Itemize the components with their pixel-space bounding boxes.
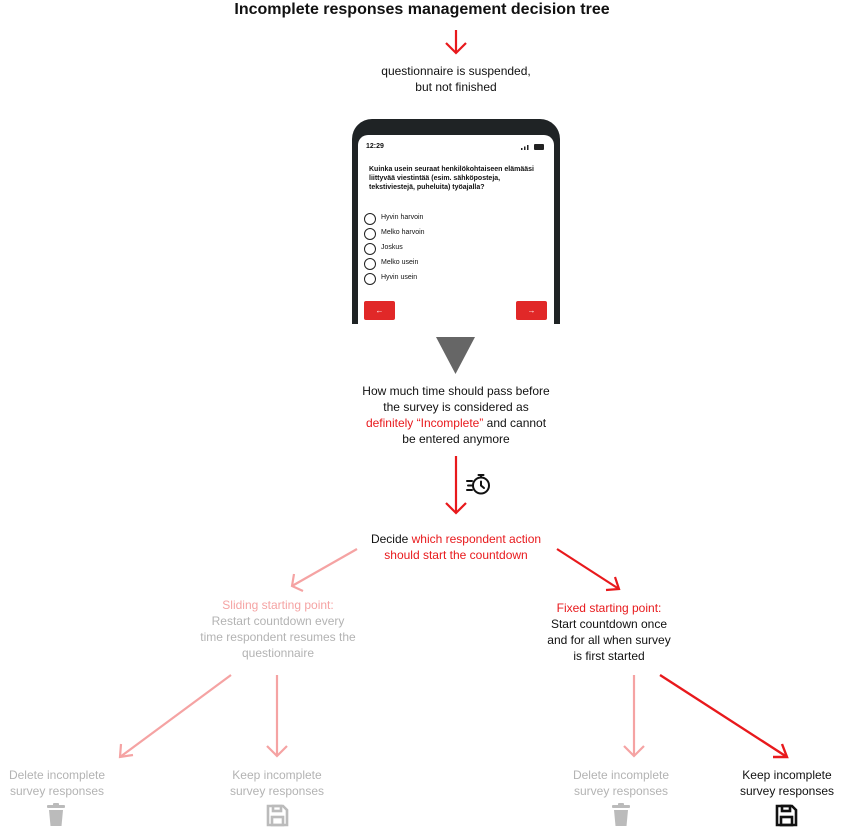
trash-icon <box>612 803 630 826</box>
option-5[interactable]: Hyvin usein <box>364 273 534 286</box>
arrow-time-to-decide <box>445 456 467 515</box>
start-node: questionnaire is suspended, but not fini… <box>381 64 531 94</box>
radio-icon <box>364 228 376 240</box>
triangle-down-icon <box>436 337 475 374</box>
leaf-line-b: survey responses <box>9 784 105 798</box>
leaf-keep-sliding: Keep incomplete survey responses <box>218 767 336 799</box>
radio-icon <box>364 213 376 225</box>
arrow-sliding-to-keep <box>266 675 288 758</box>
sliding-line-a: Restart countdown every <box>211 614 345 628</box>
decide-highlight-a: which respondent action <box>411 532 542 546</box>
leaf-keep-fixed: Keep incomplete survey responses <box>728 767 844 799</box>
fixed-line-c: is first started <box>573 649 645 663</box>
arrow-sliding-to-delete <box>118 674 232 759</box>
signal-icon <box>521 145 529 150</box>
phone-mockup: 12:29 Kuinka usein seuraat henkilökohtai… <box>352 119 560 324</box>
save-icon <box>266 804 289 827</box>
survey-question: Kuinka usein seuraat henkilökohtaiseen e… <box>369 166 534 191</box>
radio-icon <box>364 258 376 270</box>
option-1[interactable]: Hyvin harvoin <box>364 213 534 226</box>
next-button[interactable]: → <box>516 301 547 320</box>
radio-icon <box>364 273 376 285</box>
prev-button[interactable]: ← <box>364 301 395 320</box>
time-question-node: How much time should pass before the sur… <box>322 383 590 447</box>
sliding-heading: Sliding starting point: <box>222 598 334 612</box>
leaf-delete-fixed: Delete incomplete survey responses <box>562 767 680 799</box>
sliding-node: Sliding starting point: Restart countdow… <box>180 597 376 661</box>
leaf-line-a: Keep incomplete <box>232 768 322 782</box>
leaf-line-b: survey responses <box>739 784 835 798</box>
page-title: Incomplete responses management decision… <box>234 1 610 18</box>
phone-screen: 12:29 Kuinka usein seuraat henkilökohtai… <box>358 135 554 324</box>
leaf-line-b: survey responses <box>229 784 325 798</box>
trash-icon <box>47 803 65 826</box>
option-2[interactable]: Melko harvoin <box>364 228 534 241</box>
decide-prefix: Decide <box>370 532 412 546</box>
fixed-line-a: Start countdown once <box>550 617 668 631</box>
fixed-line-b: and for all when survey <box>547 633 671 647</box>
fixed-heading: Fixed starting point: <box>556 601 662 615</box>
decide-highlight-b: should start the countdown <box>384 548 528 562</box>
time-question-line-c: and cannot <box>483 416 547 430</box>
leaf-line-a: Keep incomplete <box>742 768 832 782</box>
time-question-line-d: be entered anymore <box>402 432 510 446</box>
option-4[interactable]: Melko usein <box>364 258 534 271</box>
leaf-line-a: Delete incomplete <box>572 768 670 782</box>
stopwatch-icon <box>466 474 490 495</box>
time-question-highlight: definitely “Incomplete” <box>365 416 484 430</box>
time-question-line-a: How much time should pass before <box>362 384 550 398</box>
arrow-fixed-to-keep <box>659 673 789 759</box>
status-bar-time: 12:29 <box>366 143 384 150</box>
option-3[interactable]: Joskus <box>364 243 534 256</box>
arrow-title-to-start <box>445 30 467 55</box>
fixed-node: Fixed starting point: Start countdown on… <box>522 600 696 664</box>
sliding-line-b: time respondent resumes the <box>200 630 356 644</box>
leaf-delete-sliding: Delete incomplete survey responses <box>0 767 114 799</box>
decide-node: Decide which respondent action should st… <box>330 531 582 563</box>
arrow-decide-to-sliding <box>290 548 358 593</box>
arrow-fixed-to-delete <box>623 675 645 758</box>
save-icon <box>775 804 798 827</box>
radio-icon <box>364 243 376 255</box>
time-question-line-b: the survey is considered as <box>383 400 529 414</box>
leaf-line-a: Delete incomplete <box>8 768 106 782</box>
leaf-line-b: survey responses <box>573 784 669 798</box>
sliding-line-c: questionnaire <box>241 646 315 660</box>
arrow-decide-to-fixed <box>556 548 621 592</box>
battery-icon <box>534 144 544 150</box>
